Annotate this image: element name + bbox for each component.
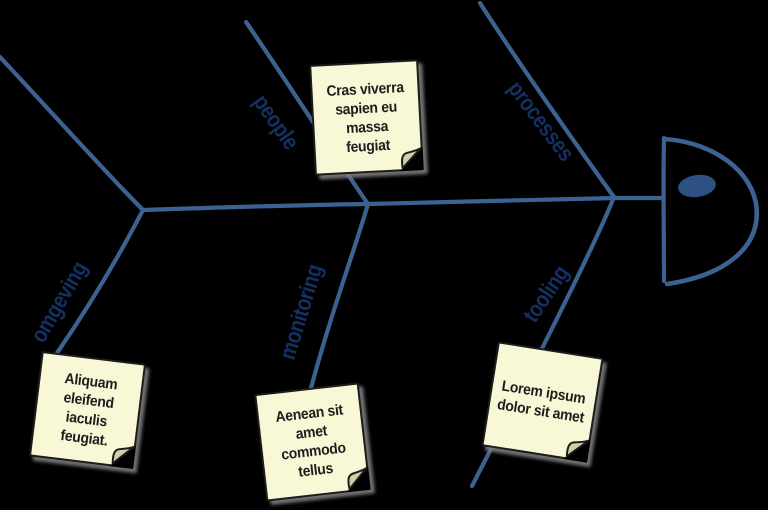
folded-corner-icon [399,146,424,172]
sticky-note-text: Cras viverra sapien eu massa feugiat [325,78,405,156]
monitoring-branch-line [308,201,371,391]
sticky-note-lorem[interactable]: Lorem ipsum dolor sit amet [481,341,604,463]
sticky-note-aenean[interactable]: Aenean sit amet commodo tellus [254,382,371,502]
sticky-note-cras[interactable]: Cras viverra sapien eu massa feugiat [309,59,424,176]
processes-branch-line [477,0,617,200]
fish-eye-scribble [678,174,716,198]
sticky-note-text: Aenean sit amet commodo tellus [274,401,347,481]
tail-top-line [0,54,146,213]
spine-line [140,195,666,213]
folded-corner-icon [563,439,591,463]
folded-corner-icon [346,465,371,493]
omgeving-branch-line [54,207,146,356]
folded-corner-icon [109,445,137,470]
sticky-note-text: Aliquam eleifend iaculis feugiat. [59,370,119,450]
sticky-note-text: Lorem ipsum dolor sit amet [496,377,588,427]
fish-head-outline [661,136,760,287]
people-branch-line [243,19,371,207]
sticky-note-aliquam[interactable]: Aliquam eleifend iaculis feugiat. [28,350,147,470]
